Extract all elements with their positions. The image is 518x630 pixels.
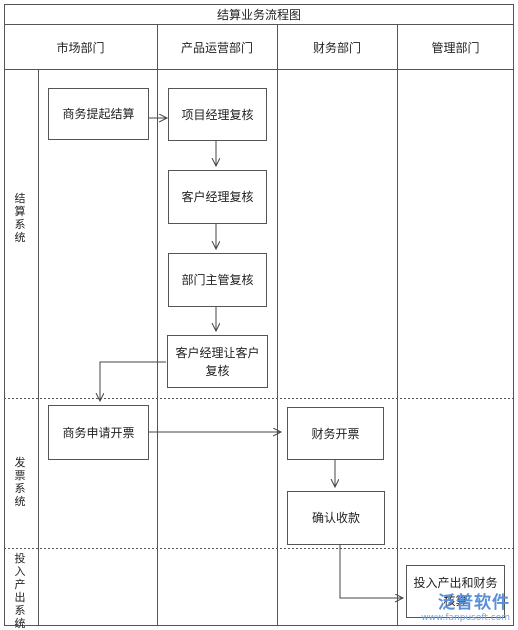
phase-label-settlement: 结算系统 [14, 192, 26, 244]
watermark: 泛普软件 www.fanpusoft.com [421, 588, 510, 623]
watermark-url: www.fanpusoft.com [421, 613, 510, 623]
node-cm-review: 客户经理复核 [168, 170, 267, 224]
node-finance-invoice: 财务开票 [287, 407, 384, 460]
lane-header-product-ops: 产品运营部门 [180, 40, 253, 55]
phase-label-io: 投入产出系统 [14, 552, 26, 630]
node-confirm-payment: 确认收款 [287, 491, 385, 545]
arrow-cmclient-to-apply [100, 361, 166, 401]
node-dept-review: 部门主管复核 [168, 253, 267, 307]
node-cm-client-review: 客户经理让客户复核 [167, 335, 268, 388]
arrow-confirm-to-io [339, 545, 403, 598]
lane-header-market: 市场部门 [56, 40, 105, 55]
lane-header-management: 管理部门 [431, 40, 480, 55]
node-apply-invoice: 商务申请开票 [48, 405, 149, 460]
node-pm-review: 项目经理复核 [168, 88, 267, 141]
lane-header-finance: 财务部门 [312, 40, 361, 55]
watermark-brand: 泛普软件 [438, 593, 510, 613]
node-initiate-settlement: 商务提起结算 [48, 88, 149, 140]
node-io-finance-accounting: 投入产出和财务核算 [406, 565, 505, 618]
diagram-title: 结算业务流程图 [4, 4, 514, 25]
phase-label-invoice: 发票系统 [14, 456, 26, 508]
